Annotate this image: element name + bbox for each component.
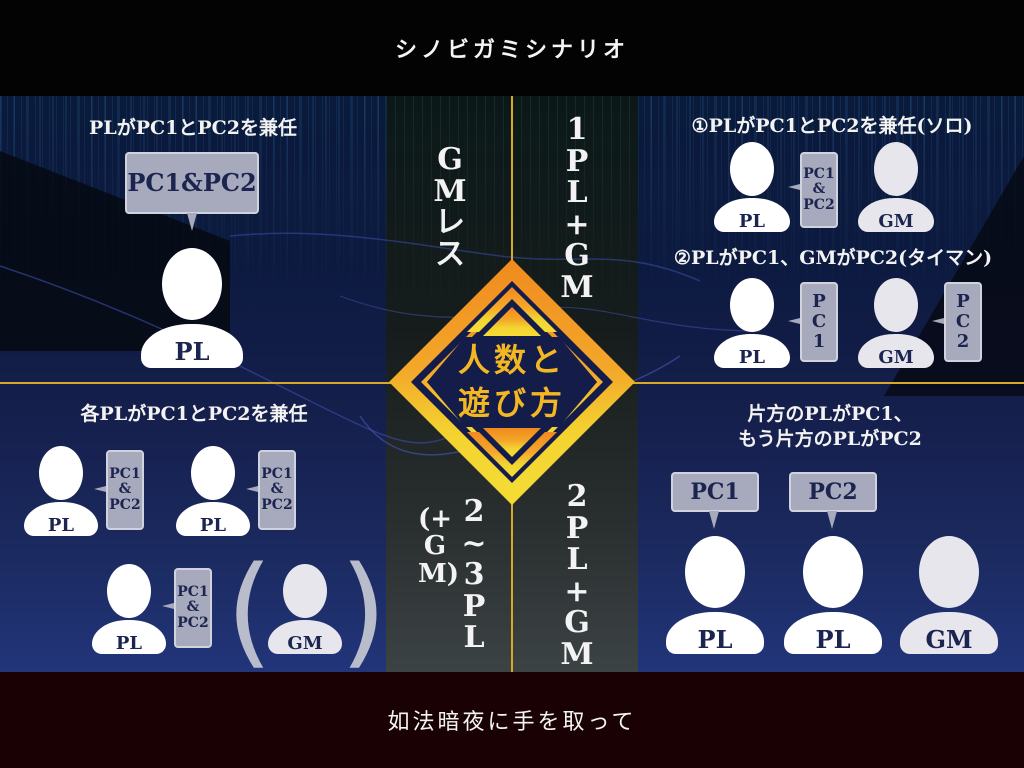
center-label: 人数と 遊び方 — [387, 257, 637, 507]
person-icon-gm: GM — [900, 536, 998, 654]
person-label: PL — [714, 198, 790, 232]
person-label: PL — [784, 612, 882, 654]
bubble-text: PC1&PC2 — [127, 167, 257, 197]
label-2-3pl: 2~3PL — [461, 494, 487, 655]
person-label: GM — [900, 612, 998, 654]
label-1pl-gm: 1PL+GM — [560, 112, 594, 305]
paren-open: ( — [226, 542, 273, 672]
diamond-frame-icon — [389, 259, 635, 505]
bubble-text: PC1 — [690, 478, 740, 505]
label-plus-gm-optional: (+GM) — [418, 504, 460, 589]
bubble-tail — [94, 485, 110, 493]
center-label-line2: 遊び方 — [457, 384, 566, 422]
title-line: もう片方のPLがPC2 — [738, 427, 922, 450]
person-icon-gm: GM — [858, 278, 934, 368]
person-icon-pl: PL — [714, 278, 790, 368]
bubble-text: & — [118, 481, 132, 498]
center-diamond: 人数と 遊び方 — [387, 257, 637, 507]
scenario-title: シノビガミシナリオ — [394, 38, 629, 63]
footer-bar: 如法暗夜に手を取って — [0, 672, 1024, 768]
speech-bubble-pc2: P C 2 — [944, 282, 982, 362]
label-2pl-gm: 2PL+GM — [560, 479, 594, 672]
person-icon-pl: PL — [141, 248, 243, 368]
person-label: PL — [714, 334, 790, 368]
person-icon-pl: PL — [24, 446, 98, 536]
header-bar: シノビガミシナリオ — [0, 0, 1024, 96]
speech-bubble-pc1-pc2: PC1 & PC2 — [258, 450, 296, 530]
person-label: PL — [24, 502, 98, 536]
person-icon-pl: PL — [666, 536, 764, 654]
speech-bubble-pc1: P C 1 — [800, 282, 838, 362]
person-icon-gm: GM — [858, 142, 934, 232]
bubble-text: C — [811, 311, 827, 333]
bubble-tail — [932, 317, 948, 325]
bubble-text: PC1 — [109, 465, 141, 482]
bubble-text: 2 — [956, 330, 970, 352]
person-label: PL — [666, 612, 764, 654]
top-right-case1-title: ①PLがPC1とPC2を兼任(ソロ) — [691, 115, 973, 137]
bubble-text: C — [955, 311, 971, 333]
person-icon-pl: PL — [714, 142, 790, 232]
bubble-tail — [187, 213, 197, 231]
diagram-stage: GMレス 1PL+GM 2PL+GM 2~3PL (+GM) — [0, 96, 1024, 672]
bubble-tail — [709, 511, 719, 529]
bubble-text: PC1 — [803, 165, 835, 182]
bubble-text: PC2 — [808, 478, 858, 505]
paren-close: ) — [340, 542, 387, 672]
speech-bubble-pc1-pc2: PC1 & PC2 — [106, 450, 144, 530]
bubble-text: & — [812, 181, 826, 198]
person-icon-pl: PL — [92, 564, 166, 654]
bubble-text: PC2 — [803, 196, 835, 213]
bubble-text: & — [186, 599, 200, 616]
speech-bubble-pc1-pc2: PC1&PC2 — [125, 152, 259, 214]
person-label: GM — [268, 620, 342, 654]
label-gm-less: GMレス — [433, 142, 467, 272]
bubble-tail — [246, 485, 262, 493]
bubble-text: 1 — [812, 330, 826, 352]
bubble-tail — [162, 602, 178, 610]
speech-bubble-pc1-pc2: PC1 & PC2 — [174, 568, 212, 648]
bubble-tail — [827, 511, 837, 529]
speech-bubble-pc1-pc2: PC1 & PC2 — [800, 152, 838, 228]
bubble-text: PC2 — [109, 496, 141, 513]
person-label: PL — [92, 620, 166, 654]
scenario-subtitle: 如法暗夜に手を取って — [387, 710, 637, 735]
bubble-text: PC2 — [177, 614, 209, 631]
title-line: 片方のPLがPC1、 — [747, 403, 913, 425]
speech-bubble-pc2: PC2 — [789, 472, 877, 512]
top-left-title: PLがPC1とPC2を兼任 — [89, 117, 297, 139]
bubble-tail — [788, 183, 804, 191]
person-icon-gm: GM — [268, 564, 342, 654]
bubble-tail — [788, 317, 804, 325]
person-label: GM — [858, 334, 934, 368]
person-icon-pl: PL — [176, 446, 250, 536]
top-right-case2-title: ②PLがPC1、GMがPC2(タイマン) — [673, 247, 993, 269]
bottom-left-title: 各PLがPC1とPC2を兼任 — [80, 403, 308, 425]
bubble-text: & — [270, 481, 284, 498]
bubble-text: PC1 — [261, 465, 293, 482]
bubble-text: P — [812, 291, 826, 313]
bubble-text: P — [956, 291, 970, 313]
bubble-text: PC1 — [177, 583, 209, 600]
bubble-text: PC2 — [261, 496, 293, 513]
person-label: GM — [858, 198, 934, 232]
person-label: PL — [176, 502, 250, 536]
speech-bubble-pc1: PC1 — [671, 472, 759, 512]
bottom-right-title: 片方のPLがPC1、 もう片方のPLがPC2 — [700, 402, 960, 451]
person-icon-pl: PL — [784, 536, 882, 654]
center-label-line1: 人数と — [457, 340, 566, 379]
person-label: PL — [141, 324, 243, 368]
